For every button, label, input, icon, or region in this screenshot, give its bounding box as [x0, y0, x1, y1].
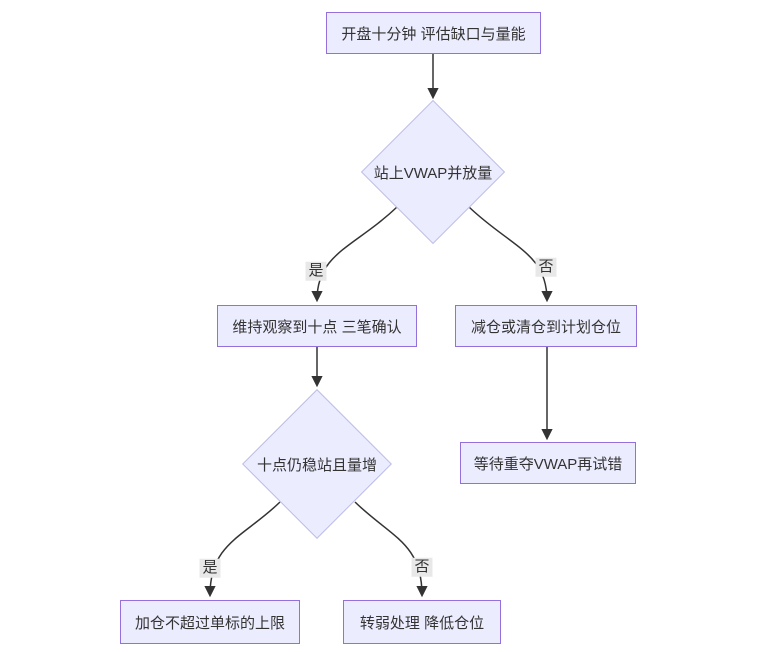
edge-decision1-observe: [311, 206, 398, 303]
node-reduce: 减仓或清仓到计划仓位: [455, 305, 637, 347]
node-decision2: 十点仍稳站且量增: [242, 389, 392, 539]
node-weaken: 转弱处理 降低仓位: [343, 600, 501, 644]
node-start: 开盘十分钟 评估缺口与量能: [326, 12, 541, 54]
node-add-position: 加仓不超过单标的上限: [120, 600, 300, 644]
edge-label-yes-1: 是: [305, 261, 327, 281]
node-wait-retry: 等待重夺VWAP再试错: [460, 442, 636, 484]
edge-decision2-weaken: [354, 501, 428, 598]
edge-decision1-reduce: [468, 206, 553, 303]
node-decision1: 站上VWAP并放量: [360, 99, 506, 245]
edge-label-no-1: 否: [535, 257, 557, 277]
node-decision2-label: 十点仍稳站且量增: [256, 456, 377, 474]
edge-decision2-addposition: [204, 501, 281, 598]
node-decision1-label: 站上VWAP并放量: [373, 164, 493, 182]
edge-label-yes-2: 是: [199, 558, 221, 578]
node-observe: 维持观察到十点 三笔确认: [217, 305, 417, 347]
edge-label-no-2: 否: [411, 557, 433, 577]
